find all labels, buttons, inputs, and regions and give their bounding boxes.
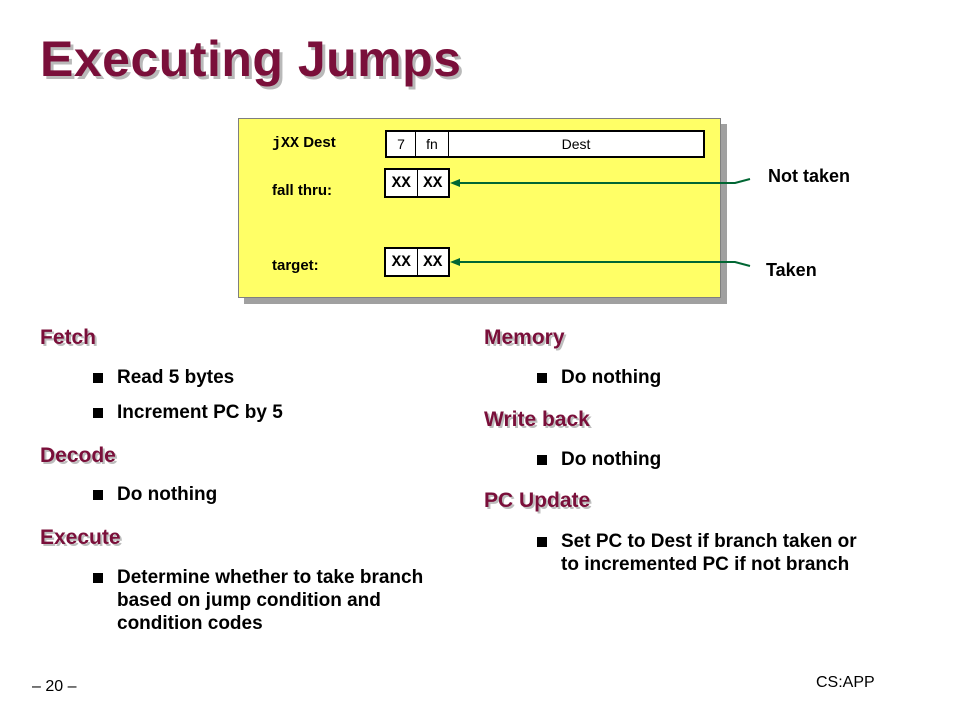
execute-heading: Execute xyxy=(40,526,121,549)
not-taken-arrowhead xyxy=(450,179,460,187)
encoding-field-icode: 7 xyxy=(387,132,416,156)
instruction-mnemonic: jXX xyxy=(272,135,300,152)
list-item: Set PC to Dest if branch taken or to inc… xyxy=(537,530,877,576)
target-bytes: XX XX xyxy=(384,247,450,277)
taken-label: Taken xyxy=(766,260,817,280)
fall-thru-byte: XX xyxy=(386,170,418,196)
list-item-text: Do nothing xyxy=(117,484,218,505)
list-item-text: Determine whether to take branch based o… xyxy=(117,567,424,634)
list-item-text: Do nothing xyxy=(561,367,662,388)
taken-arrowhead xyxy=(450,258,460,266)
fall-thru-bytes: XX XX xyxy=(384,168,450,198)
not-taken-label: Not taken xyxy=(768,166,851,186)
encoding-field-dest: Dest xyxy=(561,136,591,152)
instruction-encoding: 7 fn Dest xyxy=(385,130,705,158)
fetch-heading: Fetch xyxy=(40,326,97,349)
target-byte: XX xyxy=(423,253,443,271)
instruction-label: jXX Dest xyxy=(272,134,336,152)
bullet-icon xyxy=(537,537,547,547)
not-taken-arrow xyxy=(456,178,751,184)
decode-heading: Decode xyxy=(40,444,116,467)
list-item-text: Set PC to Dest if branch taken or to inc… xyxy=(561,531,857,575)
fall-thru-byte: XX xyxy=(423,174,443,192)
page-number: – 20 – xyxy=(32,678,77,695)
list-item-text: Read 5 bytes xyxy=(117,367,235,388)
memory-heading: Memory xyxy=(484,326,565,349)
instruction-operand: Dest xyxy=(303,134,336,151)
list-item: Do nothing xyxy=(93,483,217,506)
list-item-text: Do nothing xyxy=(561,449,662,470)
target-label: target: xyxy=(272,257,319,274)
bullet-icon xyxy=(93,373,103,383)
target-byte: XX xyxy=(386,249,418,275)
bullet-icon xyxy=(93,573,103,583)
pc-update-heading: PC Update xyxy=(484,489,591,512)
bullet-icon xyxy=(93,408,103,418)
encoding-field-fn: fn xyxy=(416,132,449,156)
list-item: Determine whether to take branch based o… xyxy=(93,566,428,635)
bullet-icon xyxy=(93,490,103,500)
list-item: Do nothing xyxy=(537,448,661,471)
slide-title: Executing Jumps xyxy=(40,31,462,87)
list-item: Increment PC by 5 xyxy=(93,401,283,424)
fall-thru-label: fall thru: xyxy=(272,182,332,199)
write-back-heading: Write back xyxy=(484,408,590,431)
list-item-text: Increment PC by 5 xyxy=(117,402,283,423)
bullet-icon xyxy=(537,455,547,465)
bullet-icon xyxy=(537,373,547,383)
list-item: Read 5 bytes xyxy=(93,366,234,389)
list-item: Do nothing xyxy=(537,366,661,389)
footer-source: CS:APP xyxy=(816,674,875,691)
taken-arrow xyxy=(456,261,751,267)
